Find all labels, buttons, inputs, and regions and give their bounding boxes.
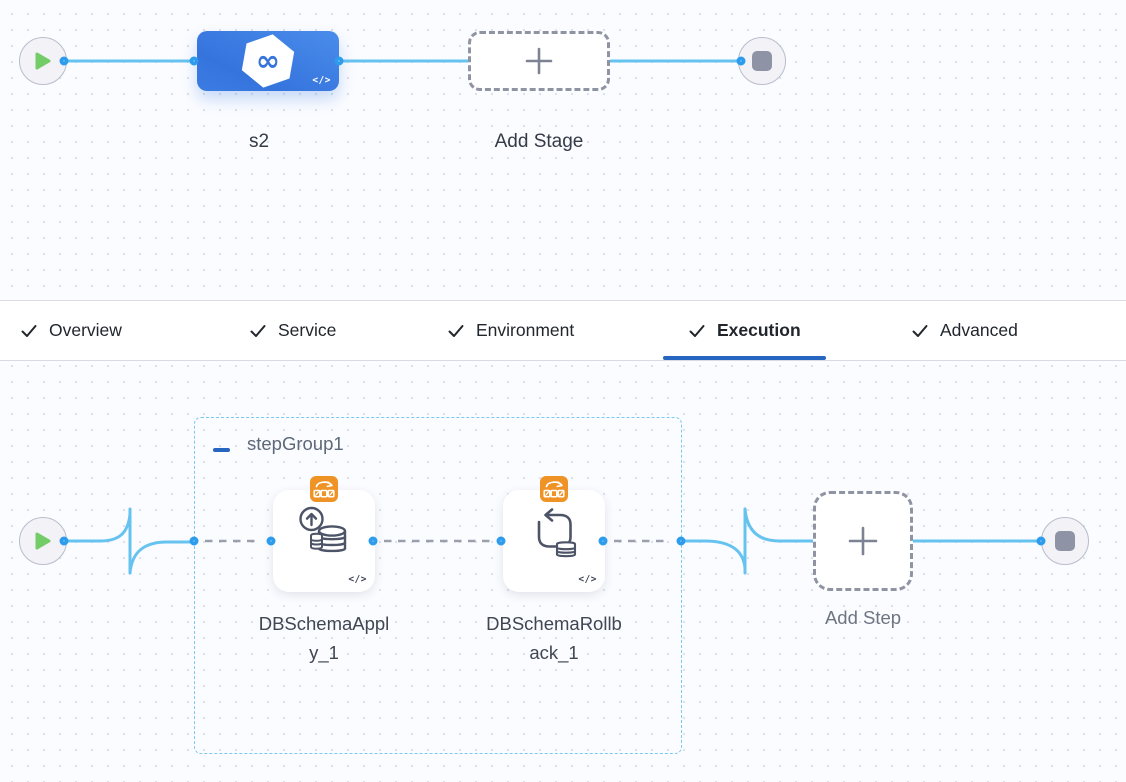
step-group-label: stepGroup1 [247,433,344,454]
step-node-dbschemarollback-1[interactable]: </> [503,476,605,592]
execution-start-node[interactable] [19,517,67,565]
play-icon [35,52,51,70]
collapse-group-button[interactable] [213,443,230,457]
step-node-dbschemaapply-1[interactable]: </> [273,476,375,592]
tab-advanced[interactable]: Advanced [886,301,1043,360]
db-schema-rollback-icon [537,508,577,558]
step-label-line: ack_1 [529,642,579,663]
tab-overview[interactable]: Overview [0,301,147,360]
svg-text:∞: ∞ [256,44,280,78]
connector-port [598,536,608,546]
tab-label: Advanced [940,320,1018,340]
add-stage-button[interactable] [468,31,610,91]
plus-icon [525,47,553,75]
connector-port [189,536,199,546]
tab-service[interactable]: Service [224,301,361,360]
add-step-label: Add Step [824,607,902,628]
step-label-line: DBSchemaAppl [258,613,390,634]
check-icon [448,324,464,337]
step-group-box[interactable] [194,417,682,754]
tab-label: Overview [49,320,122,340]
connector-port [676,536,686,546]
connector-port [189,56,199,66]
check-icon [689,324,705,337]
step-yaml-toggle[interactable]: </> [578,574,597,585]
play-icon [35,532,51,550]
tab-label: Service [278,320,337,340]
plus-icon [848,526,878,556]
execution-end-node[interactable] [1041,517,1089,565]
check-icon [21,324,37,337]
pipeline-end-node[interactable] [738,37,786,85]
stage-config-tabbar: Overview Service Environment Execution A… [0,300,1126,361]
db-schema-apply-icon [299,506,347,553]
stage-yaml-toggle[interactable]: </> [312,75,331,86]
tab-execution[interactable]: Execution [663,301,826,360]
active-tab-underline [663,355,826,360]
step-label: DBSchemaAppl y_1 [234,609,414,667]
connector-port [334,56,344,66]
looping-strategy-icon [310,476,338,502]
step-label-line: y_1 [309,642,339,663]
tab-environment[interactable]: Environment [422,301,599,360]
connector-port [1036,536,1046,546]
add-stage-label: Add Stage [494,131,584,152]
connector-port [736,56,746,66]
step-label-line: DBSchemaRollb [486,613,622,634]
looping-strategy-icon [540,476,568,502]
harness-stage-icon: ∞ [241,34,295,88]
connector-port [496,536,506,546]
stop-icon [752,51,772,71]
step-yaml-toggle[interactable]: </> [348,574,367,585]
check-icon [912,324,928,337]
connector-port [59,56,69,66]
connector-port [266,536,276,546]
stage-label: s2 [248,131,270,152]
stage-node-s2[interactable]: ∞ </> [197,31,339,91]
add-step-button[interactable] [813,491,913,591]
connector-port [368,536,378,546]
stop-icon [1055,531,1075,551]
step-label: DBSchemaRollb ack_1 [464,609,644,667]
pipeline-start-node[interactable] [19,37,67,85]
connector-port [59,536,69,546]
tab-label: Environment [476,320,575,340]
tab-label: Execution [717,320,801,340]
check-icon [250,324,266,337]
